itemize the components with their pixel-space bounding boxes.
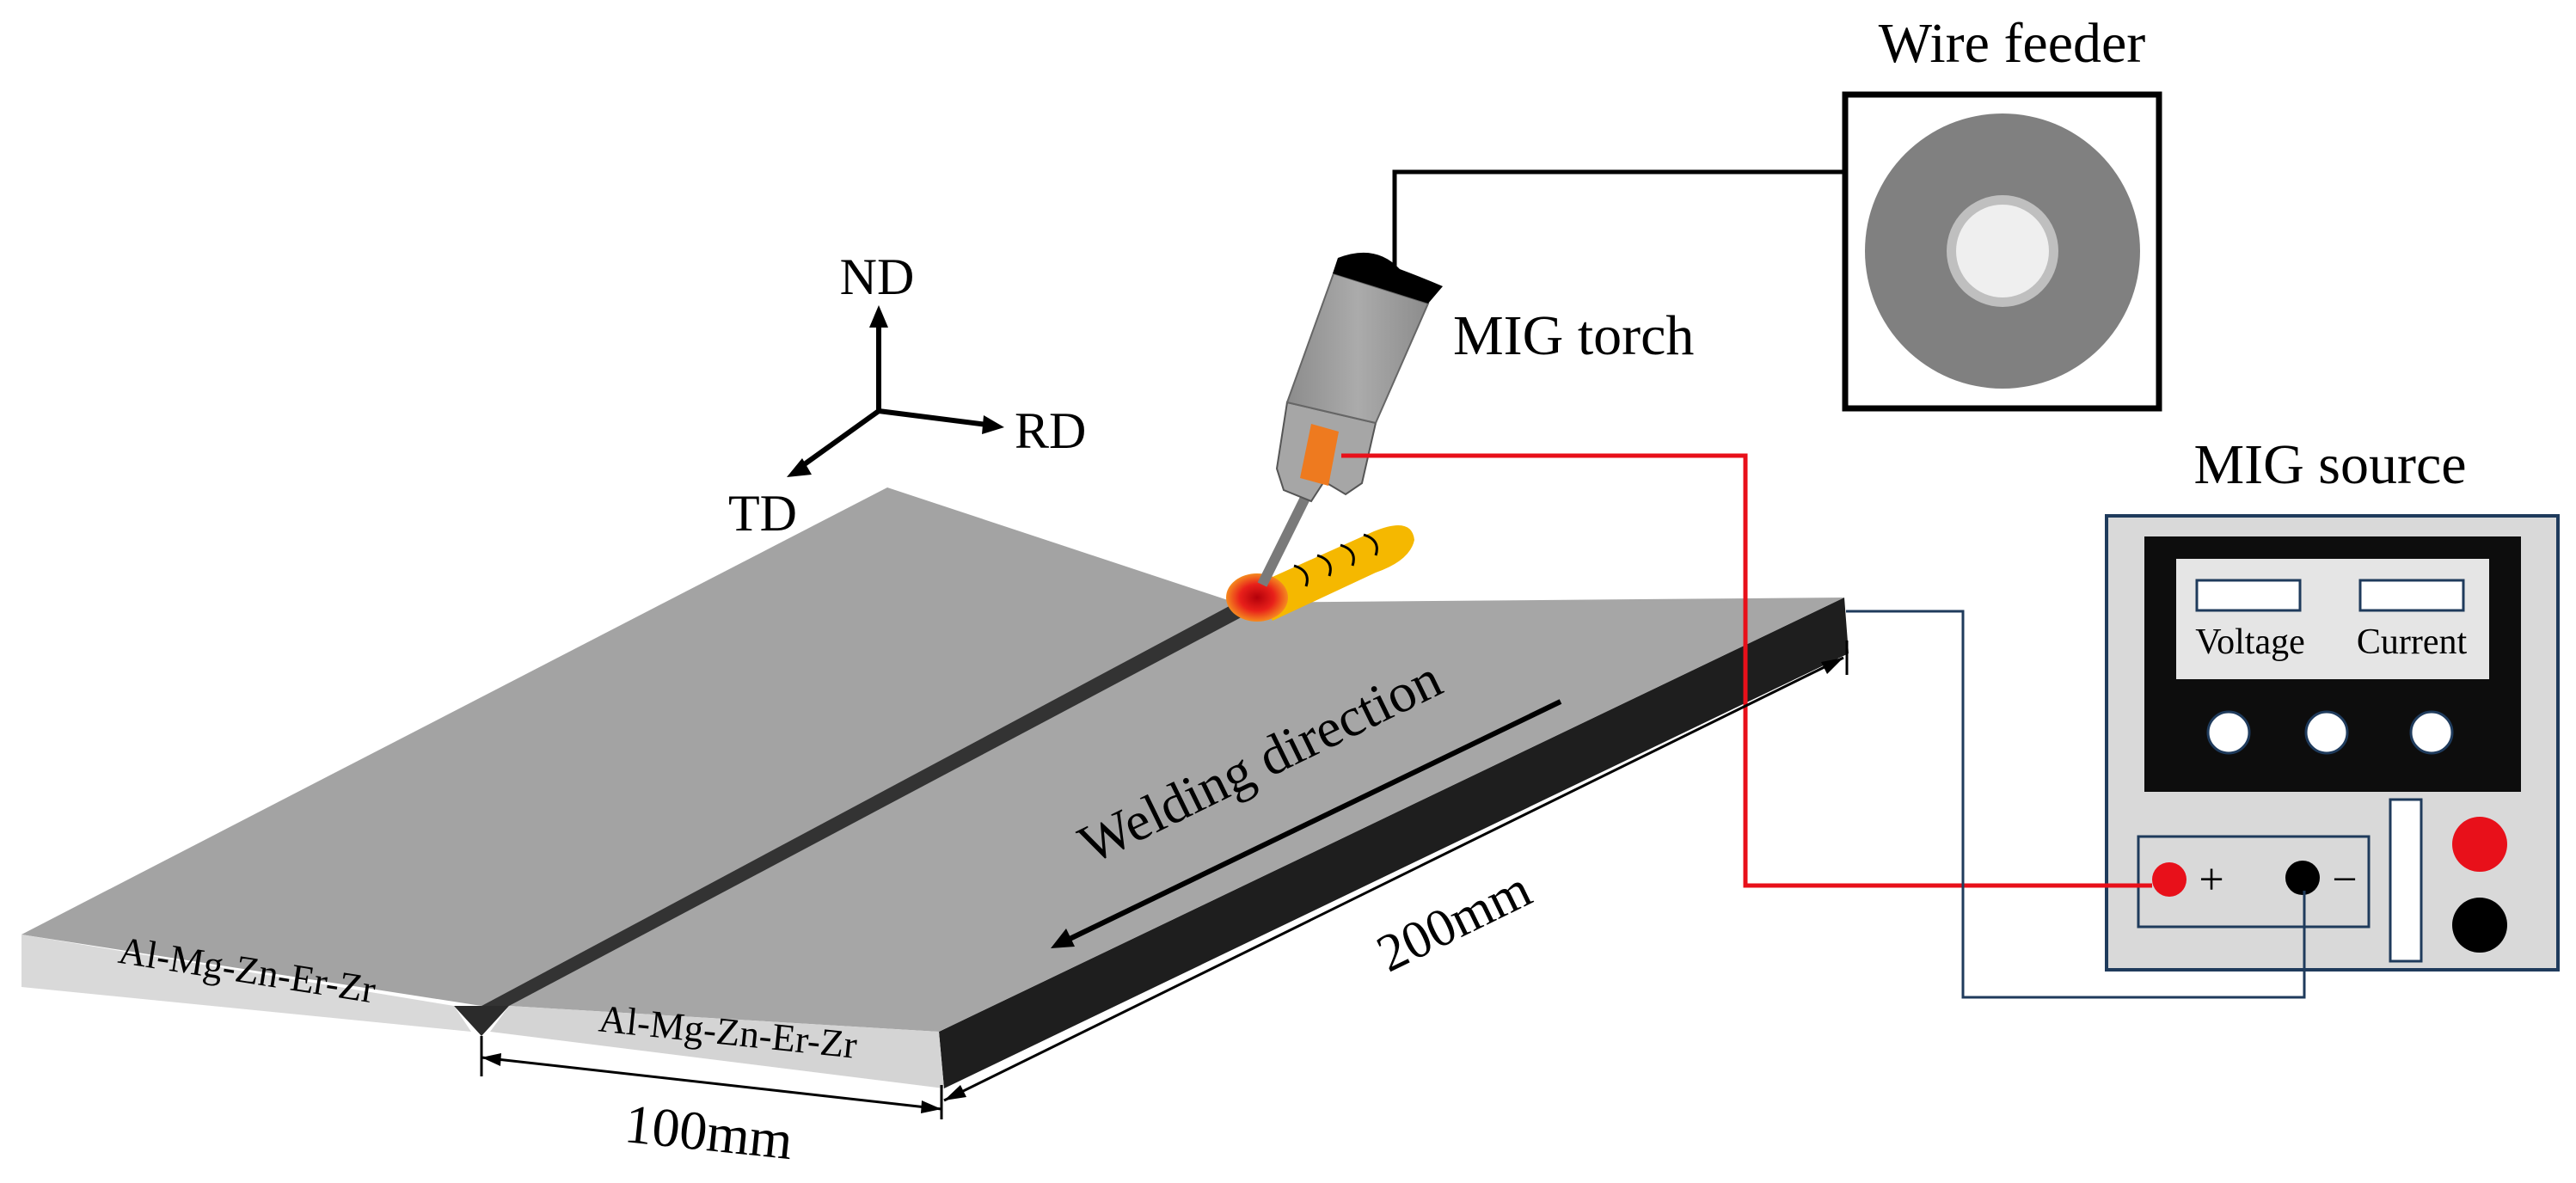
plate-side-face xyxy=(939,598,1849,1088)
positive-terminal xyxy=(2152,862,2187,897)
knob-3 xyxy=(2409,710,2454,755)
nd-label: ND xyxy=(840,248,915,305)
weld-bead-group xyxy=(1226,524,1414,622)
source-slot xyxy=(2389,798,2423,963)
length-arrowhead-top xyxy=(1821,658,1843,674)
bead-ripple-1 xyxy=(1293,564,1309,587)
mig-source-label: MIG source xyxy=(2193,433,2466,496)
current-label: Current xyxy=(2357,622,2468,662)
negative-terminal xyxy=(2285,861,2320,895)
td-arrowhead xyxy=(787,458,812,477)
source-display xyxy=(2176,559,2489,679)
left-plate-front xyxy=(21,935,471,1032)
mig-torch xyxy=(1257,252,1443,587)
bead-ripple-4 xyxy=(1363,533,1378,556)
torch-cap xyxy=(1333,252,1443,303)
length-arrowhead-bottom xyxy=(944,1085,966,1100)
bead-ripple-3 xyxy=(1340,543,1355,567)
left-plate-top xyxy=(21,487,1236,1006)
coordinate-axes: ND RD TD xyxy=(728,248,1086,542)
right-plate-top xyxy=(509,598,1844,1032)
width-arrowhead-left xyxy=(481,1053,501,1066)
positive-lead xyxy=(1341,453,2152,888)
wire-feeder-label: Wire feeder xyxy=(1879,12,2146,75)
width-dim-line xyxy=(481,1056,942,1111)
voltage-meter xyxy=(2195,579,2302,612)
width-arrowhead-right xyxy=(921,1100,941,1113)
length-dim-line xyxy=(943,656,1844,1102)
right-plate-front xyxy=(490,1006,944,1088)
knob-1 xyxy=(2206,710,2251,755)
welding-direction-arrow xyxy=(1064,699,1562,943)
width-label: 100mm xyxy=(622,1093,795,1171)
weld-pool xyxy=(1226,573,1288,622)
workpiece xyxy=(21,487,1849,1088)
bead-ripple-2 xyxy=(1316,554,1332,577)
welding-direction-arrowhead xyxy=(1051,929,1075,948)
groove-root xyxy=(454,1006,509,1036)
positive-sign: + xyxy=(2199,855,2223,904)
rd-arrowhead xyxy=(982,415,1004,434)
td-label: TD xyxy=(728,485,797,542)
rd-label: RD xyxy=(1015,402,1086,459)
red-indicator xyxy=(2452,817,2507,872)
torch-body xyxy=(1285,272,1430,425)
spool-hub xyxy=(1956,205,2049,297)
negative-lead xyxy=(1846,610,2306,999)
nd-arrowhead xyxy=(869,305,888,328)
wire-feed-cable xyxy=(1392,169,1845,271)
wire-feeder: Wire feeder xyxy=(1842,12,2162,412)
negative-sign: − xyxy=(2332,855,2357,904)
knob-2 xyxy=(2304,710,2349,755)
td-axis xyxy=(798,408,880,470)
voltage-label: Voltage xyxy=(2195,622,2305,662)
weld-groove xyxy=(481,603,1262,1006)
weld-bead xyxy=(1255,524,1414,621)
current-meter xyxy=(2358,579,2465,612)
mig-source: Voltage Current + − MIG source xyxy=(2105,433,2560,972)
contact-tip xyxy=(1300,424,1339,486)
mig-torch-label: MIG torch xyxy=(1453,304,1694,367)
black-indicator xyxy=(2452,898,2507,953)
rd-axis xyxy=(878,408,988,427)
